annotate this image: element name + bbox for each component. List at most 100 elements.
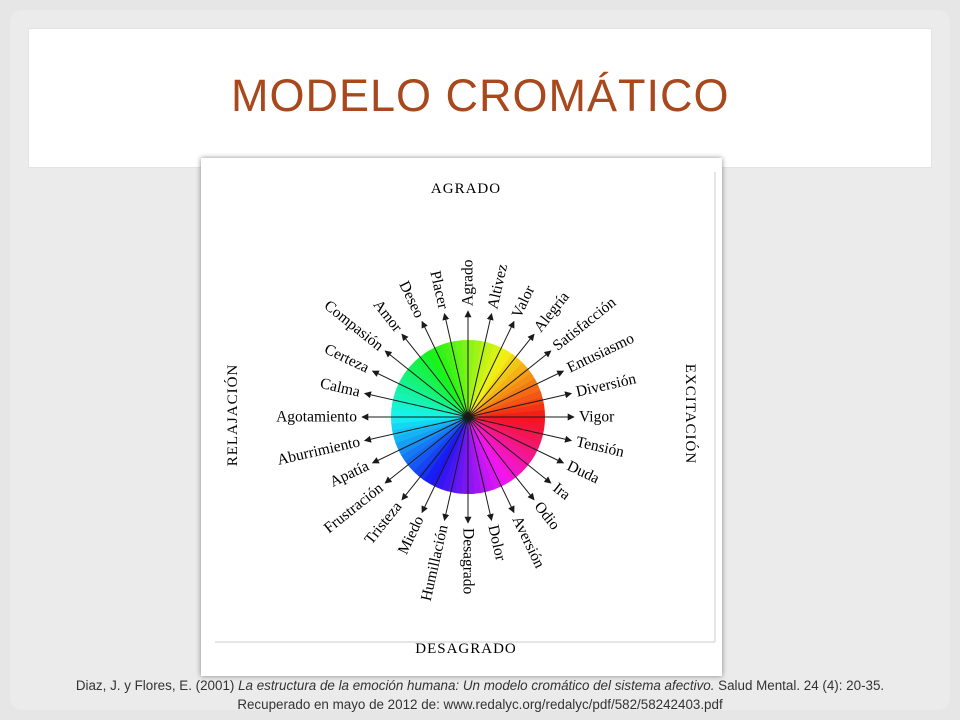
spoke-arrow — [363, 416, 469, 443]
citation-journal: Salud Mental. 24 (4): 20-35. — [714, 678, 885, 693]
spoke-arrow — [401, 333, 469, 418]
spoke-arrow — [371, 370, 469, 418]
color-wheel-segment — [468, 410, 546, 418]
color-wheel-segment — [468, 417, 513, 485]
axis-label-excitacion: EXCITACIÓN — [682, 364, 699, 464]
spoke-arrow — [467, 320, 515, 418]
spoke-arrow — [467, 416, 552, 484]
color-wheel-segment — [468, 362, 528, 417]
axis-label-relajacion: RELAJACIÓN — [224, 364, 241, 467]
citation-work-title: La estructura de la emoción humana: Un m… — [238, 678, 715, 693]
emotion-label-16: Miedo — [395, 513, 428, 557]
emotion-label-13: Dolor — [484, 523, 509, 563]
spoke-arrow — [421, 320, 469, 418]
title-panel — [28, 28, 932, 168]
spoke-arrow — [467, 416, 573, 443]
emotion-label-11: Odio — [531, 498, 564, 533]
color-wheel-segment — [392, 417, 468, 437]
spoke-arrow — [467, 416, 494, 522]
spoke-arrow — [467, 416, 535, 501]
color-wheel-segment — [398, 377, 468, 417]
color-wheel-segment — [468, 358, 524, 417]
color-wheel-segment — [441, 342, 468, 417]
emotion-label-25: Amor — [370, 297, 406, 337]
emotion-label-2: Valor — [509, 282, 539, 320]
color-wheel-segment — [468, 417, 538, 457]
spoke-arrow — [421, 416, 469, 514]
axis-label-desagrado: DESAGRADO — [415, 641, 517, 657]
spoke-arrow — [467, 350, 552, 418]
emotion-label-20: Aburrimiento — [276, 433, 362, 468]
emotion-label-15: Humillación — [418, 523, 452, 603]
emotion-label-1: Altivez — [484, 262, 511, 310]
color-wheel-segment — [391, 417, 468, 431]
color-wheel-segment — [390, 416, 468, 424]
color-wheel-segment — [400, 417, 468, 462]
spoke-arrow — [442, 312, 469, 418]
citation: Diaz, J. y Flores, E. (2001) La estructu… — [0, 676, 960, 714]
axis-label-agrado: AGRADO — [431, 181, 501, 197]
spoke-arrow — [467, 312, 494, 418]
citation-retrieved: Recuperado en mayo de 2012 de: www.redal… — [237, 697, 723, 712]
color-wheel-segment — [423, 349, 468, 417]
color-wheel-segment — [397, 417, 468, 456]
color-wheel-segment — [468, 384, 541, 417]
spoke-arrow — [384, 416, 469, 484]
spoke-arrow — [467, 370, 565, 418]
color-wheel-segment — [429, 346, 468, 417]
emotion-label-0: Agrado — [460, 259, 477, 306]
spoke-arrow — [467, 333, 535, 418]
color-wheel-segment — [468, 417, 501, 490]
color-wheel-segment — [461, 339, 469, 417]
emotion-label-7: Vigor — [579, 409, 615, 426]
color-wheel-segment — [395, 417, 468, 450]
color-wheel-segment — [468, 397, 544, 417]
spoke-arrow — [467, 416, 515, 514]
color-wheel-segment — [413, 357, 468, 417]
color-wheel-segment — [468, 390, 543, 417]
color-wheel-segment — [423, 417, 468, 484]
color-wheel-segment — [467, 417, 475, 495]
wheel-spokes — [361, 310, 575, 524]
color-wheel-segment — [468, 417, 535, 462]
color-wheel-segment — [428, 417, 468, 487]
emotion-label-26: Deseo — [395, 278, 427, 321]
color-wheel-segment — [468, 403, 545, 417]
citation-author: Diaz, J. y Flores, E. (2001) — [75, 678, 239, 693]
emotion-label-23: Certeza — [322, 341, 372, 377]
color-wheel-segment — [393, 417, 468, 444]
emotion-label-22: Calma — [318, 375, 361, 401]
emotion-label-21: Agotamiento — [276, 409, 357, 426]
color-wheel-segment — [468, 372, 536, 417]
color-wheel-segment — [468, 378, 539, 417]
color-wheel-segment — [435, 344, 468, 417]
spoke-arrow — [371, 416, 469, 464]
emotion-label-6: Diversión — [574, 370, 638, 400]
color-wheel-segment — [468, 417, 507, 488]
emotion-label-19: Apatía — [327, 457, 372, 490]
spoke-arrow — [467, 416, 565, 464]
emotion-label-9: Duda — [564, 458, 602, 488]
color-wheel-segment — [468, 347, 508, 417]
emotion-label-8: Tensión — [574, 433, 626, 461]
emotion-label-10: Ira — [549, 480, 573, 504]
spoke-arrow — [442, 416, 469, 522]
color-wheel-segment — [409, 361, 468, 417]
emotion-label-14: Desagrado — [460, 528, 477, 595]
spoke-arrow — [467, 391, 573, 418]
color-wheel-segment — [412, 417, 468, 476]
color-wheel-segment — [468, 417, 527, 473]
emotion-label-27: Placer — [426, 269, 451, 311]
color-wheel-segment — [454, 340, 468, 417]
spoke-arrow — [363, 391, 469, 418]
color-wheel-segment — [448, 341, 468, 417]
color-wheel-segment — [468, 417, 488, 493]
color-wheel-segment — [468, 417, 523, 477]
color-wheel-segment — [408, 417, 468, 472]
citation-line-1: Diaz, J. y Flores, E. (2001) La estructu… — [0, 676, 960, 695]
color-wheel-segment — [468, 350, 513, 417]
spoke-arrow — [401, 416, 469, 501]
color-wheel-segment — [468, 417, 495, 492]
